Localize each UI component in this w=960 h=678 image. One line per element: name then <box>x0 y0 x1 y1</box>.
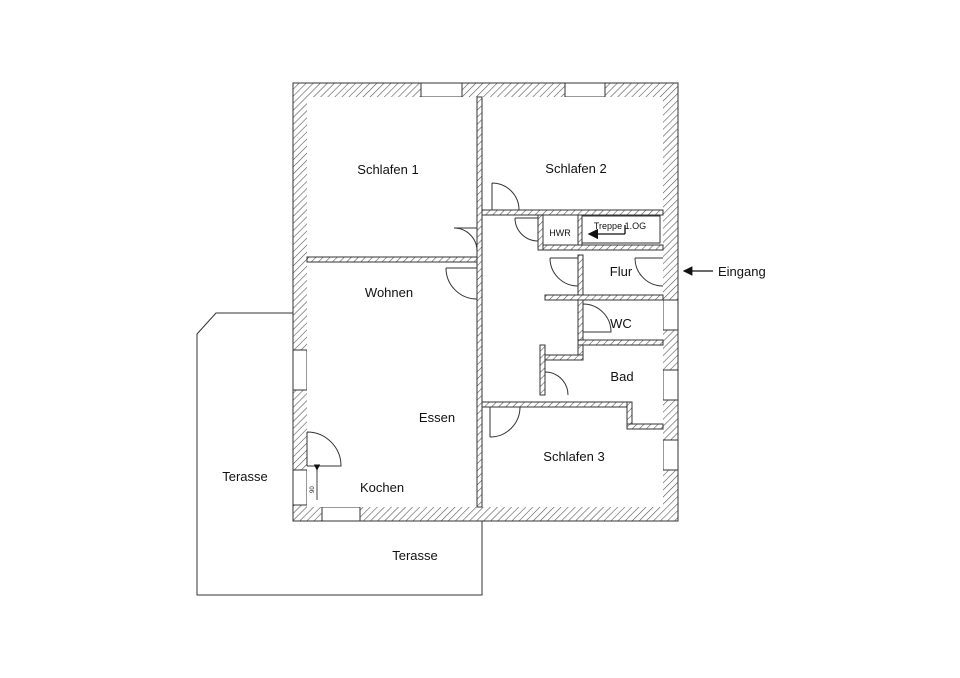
door-wohnen <box>445 267 478 300</box>
label-essen: Essen <box>419 410 455 425</box>
wall-v-hwr <box>537 214 544 251</box>
entrance-label: Eingang <box>718 264 766 279</box>
wall-h-flur <box>544 294 664 301</box>
door-terrace <box>306 431 342 467</box>
door-schlafen2 <box>491 182 520 211</box>
wall-h-schlafen3 <box>481 401 633 408</box>
window-top-right <box>564 82 606 98</box>
door-schlafen1 <box>453 227 478 252</box>
wall-h-schlafen2 <box>481 209 664 216</box>
label-terasse-bottom: Terasse <box>392 548 438 563</box>
label-kochen: Kochen <box>360 480 404 495</box>
window-left-2 <box>292 469 308 506</box>
wall-v-bad-left <box>539 344 546 396</box>
wall-h-schlafen1 <box>306 256 478 263</box>
wall-v-treppe <box>577 214 583 246</box>
window-bottom-left <box>321 506 361 522</box>
door-wc <box>582 303 612 333</box>
label-bad: Bad <box>610 369 633 384</box>
window-left-1 <box>292 349 308 391</box>
label-schlafen1: Schlafen 1 <box>357 162 418 177</box>
door-flur-left <box>549 257 579 287</box>
wall-v-bad-notch <box>626 401 633 425</box>
door-bad <box>544 371 569 396</box>
label-wc: WC <box>610 316 632 331</box>
window-top-left <box>420 82 463 98</box>
wall-h-hwr <box>537 244 664 251</box>
doors <box>306 182 664 467</box>
window-right-2 <box>662 369 679 401</box>
label-terasse-left: Terasse <box>222 469 268 484</box>
label-wohnen: Wohnen <box>365 285 413 300</box>
terrace-outline <box>196 312 483 596</box>
window-right-1 <box>662 299 679 331</box>
wall-h-bad-step <box>539 354 584 361</box>
label-schlafen2: Schlafen 2 <box>545 161 606 176</box>
wall-h-wc <box>577 339 664 346</box>
door-eingang <box>634 257 664 287</box>
window-right-3 <box>662 439 679 471</box>
label-flur: Flur <box>610 264 633 279</box>
label-hwr: HWR <box>549 228 571 238</box>
door-schlafen3 <box>489 406 521 438</box>
interior <box>307 97 663 507</box>
label-schlafen3: Schlafen 3 <box>543 449 604 464</box>
door-hwr <box>514 217 539 242</box>
dimension-label: 90 <box>310 486 316 493</box>
wall-h-bad-notch <box>626 423 664 430</box>
label-treppe: Treppe 1.OG <box>594 221 646 231</box>
wall-v-center <box>476 96 483 508</box>
